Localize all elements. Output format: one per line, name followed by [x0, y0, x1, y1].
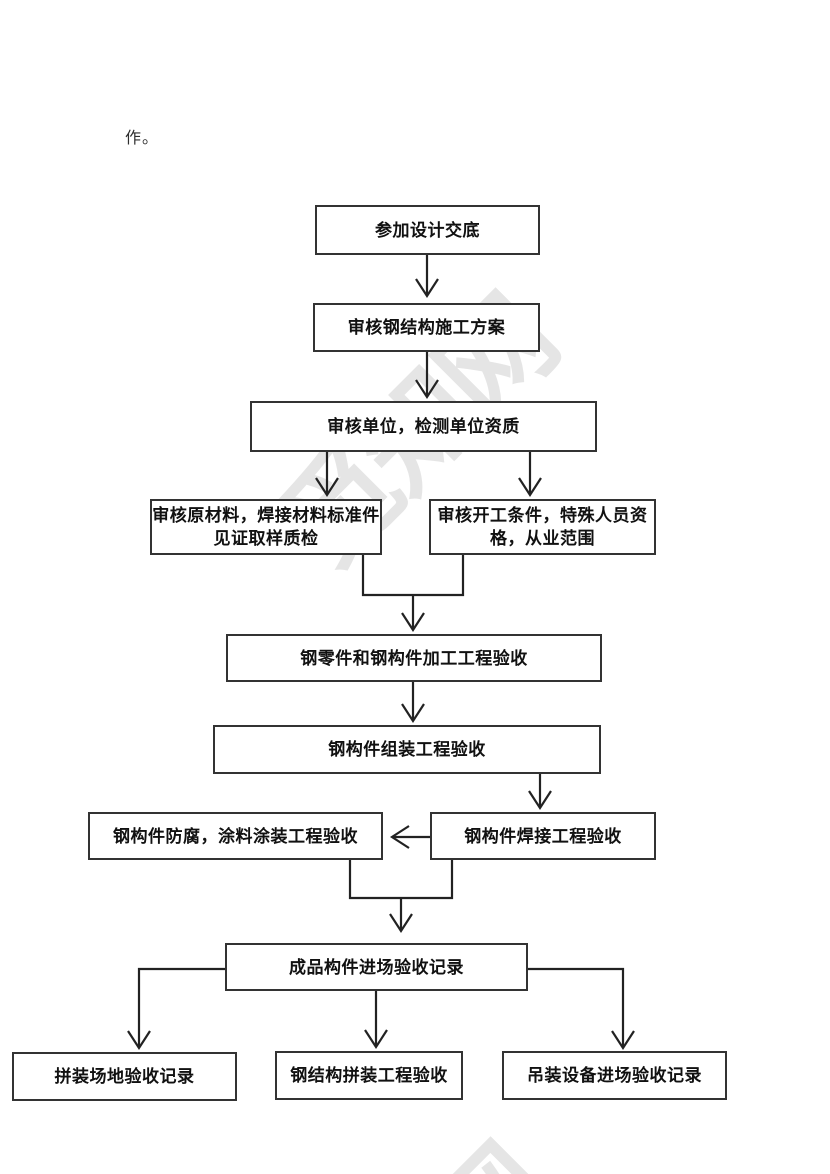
- arrowhead-icon: [415, 379, 439, 400]
- flow-connector-entry-to-hoisting: [528, 967, 625, 1048]
- flow-box-component-assembly-acceptance: 钢构件组装工程验收: [213, 725, 601, 774]
- flow-box-review-unit-inspection-qualification: 审核单位，检测单位资质: [250, 401, 597, 452]
- flow-box-attend-design-disclosure: 参加设计交底: [315, 205, 540, 255]
- flow-connector-merge-materials-conditions: [361, 555, 465, 597]
- arrowhead-icon: [528, 790, 552, 811]
- flow-box-hoisting-equipment-entry-record: 吊装设备进场验收记录: [502, 1051, 727, 1100]
- arrowhead-icon: [127, 1030, 151, 1051]
- arrowhead-icon: [389, 825, 410, 849]
- arrowhead-icon: [389, 913, 413, 934]
- flow-box-review-raw-materials: 审核原材料，焊接材料标准件见证取样质检: [150, 499, 382, 555]
- flow-box-label: 钢结构拼装工程验收: [290, 1066, 448, 1085]
- flow-connector-entry-to-site-record: [137, 967, 225, 1048]
- flow-box-label: 审核开工条件，特殊人员资: [437, 506, 648, 525]
- arrowhead-icon: [611, 1030, 635, 1051]
- flow-box-label: 吊装设备进场验收记录: [527, 1066, 702, 1085]
- flow-box-assembly-site-acceptance-record: 拼装场地验收记录: [12, 1052, 237, 1101]
- flow-box-label: 审核单位，检测单位资质: [327, 417, 520, 436]
- flow-box-label: 拼装场地验收记录: [54, 1067, 195, 1086]
- flow-box-label: 钢构件组装工程验收: [328, 740, 486, 759]
- flow-connector-merge-coating-welding: [348, 860, 454, 900]
- arrowhead-icon: [401, 703, 425, 724]
- flow-box-finished-component-entry-record: 成品构件进场验收记录: [225, 943, 528, 991]
- flow-box-label: 钢零件和钢构件加工工程验收: [300, 648, 528, 668]
- flow-box-steel-parts-processing-acceptance: 钢零件和钢构件加工工程验收: [226, 634, 602, 682]
- flow-box-label: 审核钢结构施工方案: [347, 318, 506, 337]
- flow-box-anticorrosion-coating-acceptance: 钢构件防腐，涂料涂装工程验收: [88, 812, 383, 860]
- arrowhead-icon: [415, 278, 439, 299]
- arrowhead-icon: [315, 477, 339, 498]
- flow-box-label: 格，从业范围: [490, 529, 595, 548]
- arrowhead-icon: [364, 1029, 388, 1050]
- flow-box-steel-assembly-acceptance: 钢结构拼装工程验收: [275, 1051, 463, 1100]
- flow-box-review-commencement-conditions: 审核开工条件，特殊人员资格，从业范围: [429, 499, 656, 555]
- arrowhead-icon: [401, 612, 425, 633]
- flow-box-label: 参加设计交底: [375, 220, 480, 240]
- flow-box-label: 见证取样质检: [213, 529, 319, 548]
- flow-box-label: 钢构件焊接工程验收: [464, 826, 622, 846]
- flow-box-label: 审核原材料，焊接材料标准件: [152, 506, 380, 525]
- flow-box-label: 钢构件防腐，涂料涂装工程验收: [113, 826, 358, 846]
- paragraph-text: 作。: [125, 130, 160, 147]
- flow-box-review-steel-construction-plan: 审核钢结构施工方案: [313, 303, 540, 352]
- arrowhead-icon: [518, 477, 542, 498]
- flow-box-welding-acceptance: 钢构件焊接工程验收: [430, 812, 656, 860]
- flow-box-label: 成品构件进场验收记录: [289, 957, 464, 977]
